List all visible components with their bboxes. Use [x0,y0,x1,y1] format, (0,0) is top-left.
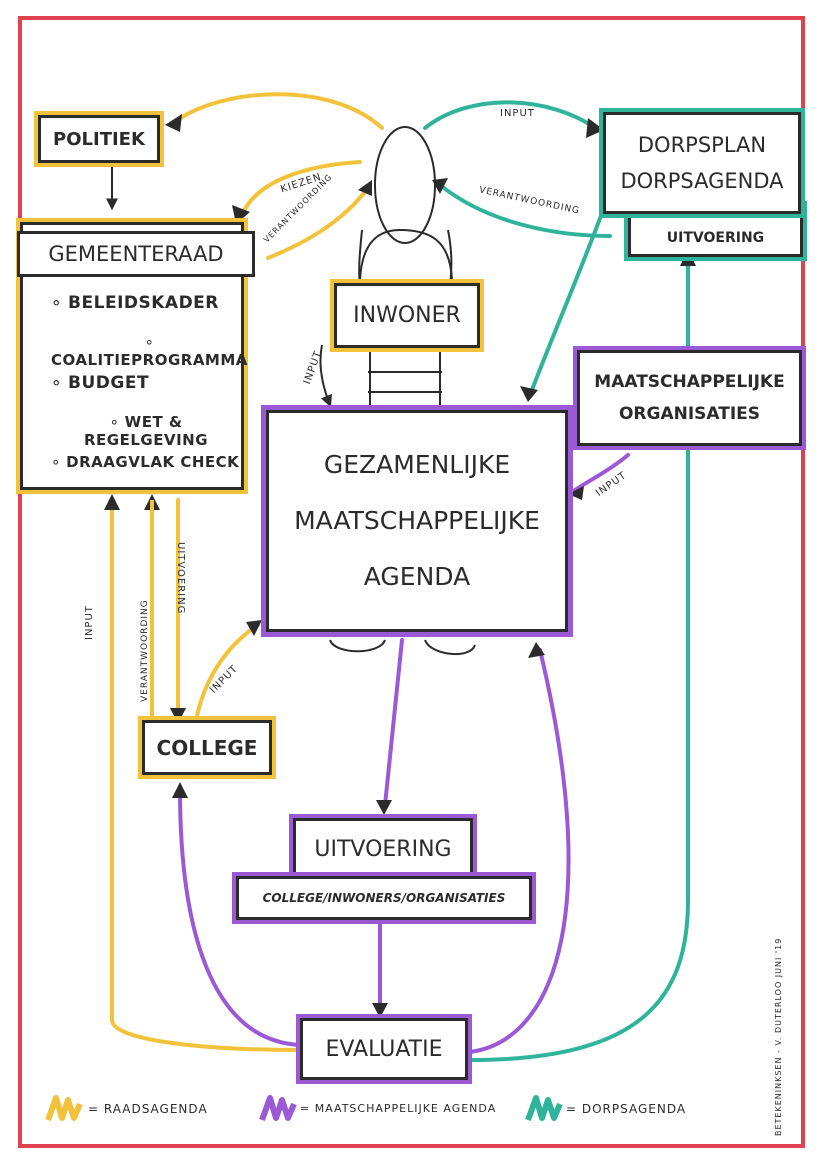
college-box: COLLEGE [142,720,272,775]
organisaties-label-1: MAATSCHAPPELIJKE [594,372,785,392]
organisaties-label-2: ORGANISATIES [618,404,761,424]
gezamenlijke-agenda-box: GEZAMENLIJKE MAATSCHAPPELIJKE AGENDA [266,410,568,632]
credit-text: BETEKENINKSEN - V. DUTERLOO JUNI '19 [774,937,783,1136]
legend-raadsagenda-label: = RAADSAGENDA [88,1102,208,1116]
inwoner-label: INWONER [353,303,461,328]
organisaties-box: MAATSCHAPPELIJKE ORGANISATIES [577,350,802,446]
gemeenteraad-title: GEMEENTERAAD [17,231,255,277]
agenda-line-1: GEZAMENLIJKE [323,450,511,479]
college-label: COLLEGE [156,735,258,760]
gemeenteraad-item: BELEIDSKADER [51,293,219,313]
agenda-line-3: AGENDA [363,562,471,591]
legend-swatch-maatschappelijk [259,1095,297,1122]
arrowheads [104,114,696,1018]
dorpsagenda-arrows [423,100,690,1062]
legend-maatschappelijk-label: = MAATSCHAPPELIJKE AGENDA [300,1102,497,1115]
label-uitvoering-college: UITVOERING [175,542,186,615]
evaluatie-label: EVALUATIE [325,1036,443,1062]
legend-swatch-dorpsagenda [525,1095,563,1122]
gemeenteraad-item: COALITIEPROGRAMMA [51,333,248,369]
evaluatie-box: EVALUATIE [300,1018,468,1080]
uitvoering-box: UITVOERING [293,818,473,880]
gemeenteraad-item: DRAAGVLAK CHECK [51,453,239,471]
inwoner-box: INWONER [334,283,480,348]
gemeenteraad-item: BUDGET [51,373,149,393]
legend-dorpsagenda-label: = DORPSAGENDA [566,1102,687,1116]
legend-swatch-raadsagenda [45,1095,83,1122]
gemeenteraad-box: GEMEENTERAAD BELEIDSKADER COALITIEPROGRA… [17,222,255,490]
gemeenteraad-item: WET & REGELGEVING [51,413,241,449]
dorpsplan-box: DORPSPLAN DORPSAGENDA [603,112,801,214]
maatschappelijke-agenda-arrows [178,453,630,1054]
raadsagenda-arrows [110,92,384,1052]
dorp-uitvoering-label: UITVOERING [666,230,765,246]
politiek-box: POLITIEK [38,115,160,163]
dorpsagenda-label: DORPSAGENDA [620,169,784,193]
dorpsplan-label: DORPSPLAN [637,133,767,157]
inwoner-figure [329,126,476,656]
uitvoering-sub-label: COLLEGE/INWONERS/ORGANISATIES [262,891,506,905]
uitvoering-sub-box: COLLEGE/INWONERS/ORGANISATIES [236,876,532,920]
agenda-line-2: MAATSCHAPPELIJKE [294,506,540,535]
politiek-label: POLITIEK [53,128,145,150]
label-verantwoording-college: VERANTWOORDING [140,599,150,702]
uitvoering-label: UITVOERING [314,836,452,862]
label-input-left: INPUT [84,605,95,640]
outer-frame [18,16,805,1148]
label-input-dorpsplan: INPUT [500,108,535,119]
